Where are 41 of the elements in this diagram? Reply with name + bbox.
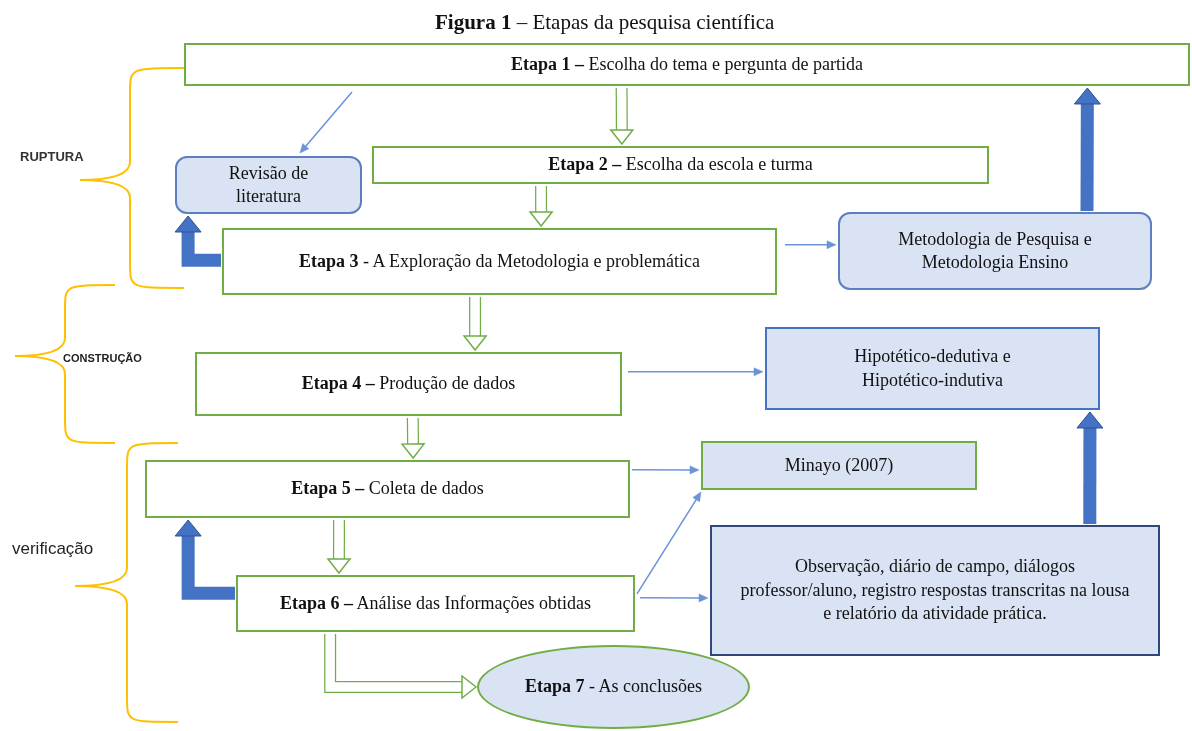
hollow-arrow (609, 87, 635, 146)
arrow (631, 465, 700, 475)
step-box (236, 575, 635, 632)
arrow (627, 367, 764, 377)
figure-title: Figura 1 – Etapas da pesquisa científica (435, 12, 775, 33)
hollow-arrow (528, 186, 554, 228)
block-arrow (1076, 411, 1104, 524)
step-box (145, 460, 630, 518)
node-label: Metodologia de Pesquisa e Metodologia Ensino (897, 227, 1093, 274)
step-box (184, 43, 1190, 86)
node-label: Minayo (2007) (784, 453, 894, 477)
node-label: Hipotético-dedutiva e Hipotético-indutiva (853, 345, 1012, 392)
arrow (784, 240, 837, 249)
info-box (710, 525, 1160, 656)
block-arrow (174, 215, 221, 267)
hollow-arrow (462, 297, 488, 352)
hollow-arrow (324, 634, 478, 700)
node-label: Revisão de literatura (227, 161, 310, 208)
node-label: Etapa 5 – Coleta de dados (291, 477, 484, 501)
node-label: Etapa 2 – Escolha da escola e turma (548, 153, 813, 177)
arrow (636, 491, 702, 595)
node-label: Etapa 6 – Análise das Informações obtidas (280, 591, 591, 615)
stage-label: RUPTURA (20, 148, 84, 166)
node-label: Etapa 7 - As conclusões (525, 675, 702, 699)
block-arrow (1073, 87, 1101, 212)
node-label: Etapa 4 – Produção de dados (301, 372, 516, 396)
arrow (299, 91, 353, 154)
info-box (765, 327, 1100, 410)
hollow-arrow (326, 520, 352, 575)
rounded-box (838, 212, 1152, 290)
node-label: Observação, diário de campo, diálogos professor/aluno, registro respostas transcritas na lousa e relatório da atividade prática. (739, 555, 1131, 626)
node-label: Etapa 3 - A Exploração da Metodologia e problemática (299, 249, 700, 273)
rounded-box (175, 156, 362, 214)
node-label: Etapa 1 – Escolha do tema e pergunta de partida (510, 52, 864, 76)
stage-label: CONSTRUÇÃO (63, 351, 142, 366)
info-box (701, 441, 977, 490)
hollow-arrow (400, 417, 426, 460)
arrow (639, 593, 709, 603)
stage-label: verificação (12, 538, 94, 560)
step-box (195, 352, 622, 416)
step-box (222, 228, 777, 295)
